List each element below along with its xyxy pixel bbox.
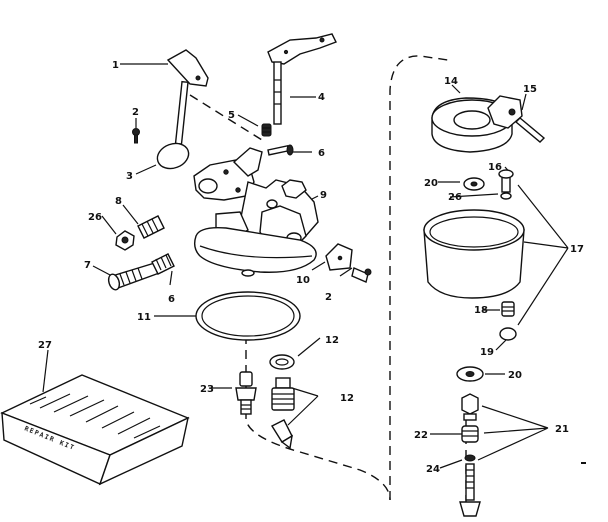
callout-labels: 1 2 2 3 4 5 6 6 7 8 9 10 11 12 12 14 15 … [38, 60, 584, 475]
part-12-needle [270, 419, 293, 450]
callout-label: 20 [508, 370, 522, 381]
part-6-screw-upper [267, 144, 294, 156]
part-1-throttle-shaft [166, 49, 209, 145]
part-4-choke-shaft [267, 33, 337, 125]
callout-label: 14 [444, 76, 458, 87]
callout-label: 7 [84, 260, 91, 271]
callout-label: 26 [88, 212, 102, 223]
callout-label: 26 [448, 192, 462, 203]
callout-label: 23 [200, 384, 214, 395]
part-17-float-bowl [423, 209, 525, 299]
part-2-screw-lower [351, 267, 372, 283]
callout-label: 15 [523, 84, 537, 95]
callout-label: 22 [414, 430, 428, 441]
part-3-throttle-plate [156, 142, 190, 170]
part-7-needle-valve [107, 261, 163, 291]
edge-tick-mark [581, 462, 586, 464]
part-21-drain-screw [459, 463, 481, 517]
callout-label: 18 [474, 305, 488, 316]
part-15-float-pin [514, 117, 546, 143]
part-5-spring [261, 123, 272, 137]
callout-label: 1 [112, 60, 119, 71]
callout-label: 4 [318, 92, 325, 103]
part-26-washer-right [500, 192, 512, 200]
part-11-gasket [195, 291, 301, 341]
callout-label: 9 [320, 190, 327, 201]
part-23-jet [235, 371, 257, 415]
callout-label: 11 [137, 312, 151, 323]
part-20-washer-upper [463, 177, 485, 191]
callout-label: 19 [480, 347, 494, 358]
callout-label: 6 [168, 294, 175, 305]
part-19-oring [499, 327, 517, 341]
callout-label: 20 [424, 178, 438, 189]
part-10-clip [325, 243, 353, 271]
leader-lines [42, 63, 569, 469]
callout-label: 2 [132, 107, 139, 118]
callout-label: 12 [340, 393, 354, 404]
carburetor-body [193, 147, 319, 277]
callout-label: 5 [228, 110, 235, 121]
part-26-nut-left [115, 230, 135, 251]
callout-label: 3 [126, 171, 133, 182]
part-18-spring-bowl [501, 301, 515, 317]
part-16-inlet-needle [498, 169, 514, 193]
callout-label: 16 [488, 162, 502, 173]
callout-label: 21 [555, 424, 569, 435]
callout-label: 2 [325, 292, 332, 303]
callout-label: 12 [325, 335, 339, 346]
part-14-float [431, 95, 523, 153]
part-12-nozzle [271, 377, 295, 411]
part-24-washer [464, 454, 476, 462]
part-2-screw-upper [132, 128, 140, 144]
callout-label: 27 [38, 340, 52, 351]
callout-label: 6 [318, 148, 325, 159]
callout-label: 17 [570, 244, 584, 255]
callout-label: 8 [115, 196, 122, 207]
part-8-spring-upper [137, 215, 165, 239]
callout-label: 24 [426, 464, 440, 475]
part-8-spring-lower [151, 253, 175, 275]
part-27-repair-kit-box: REPAIR KIT [0, 374, 190, 486]
part-20-washer-lower [456, 366, 484, 382]
callout-label: 10 [296, 275, 310, 286]
part-22-spring [461, 425, 479, 443]
part-21-bowl-nut [461, 393, 479, 421]
part-12-washer [269, 354, 295, 370]
